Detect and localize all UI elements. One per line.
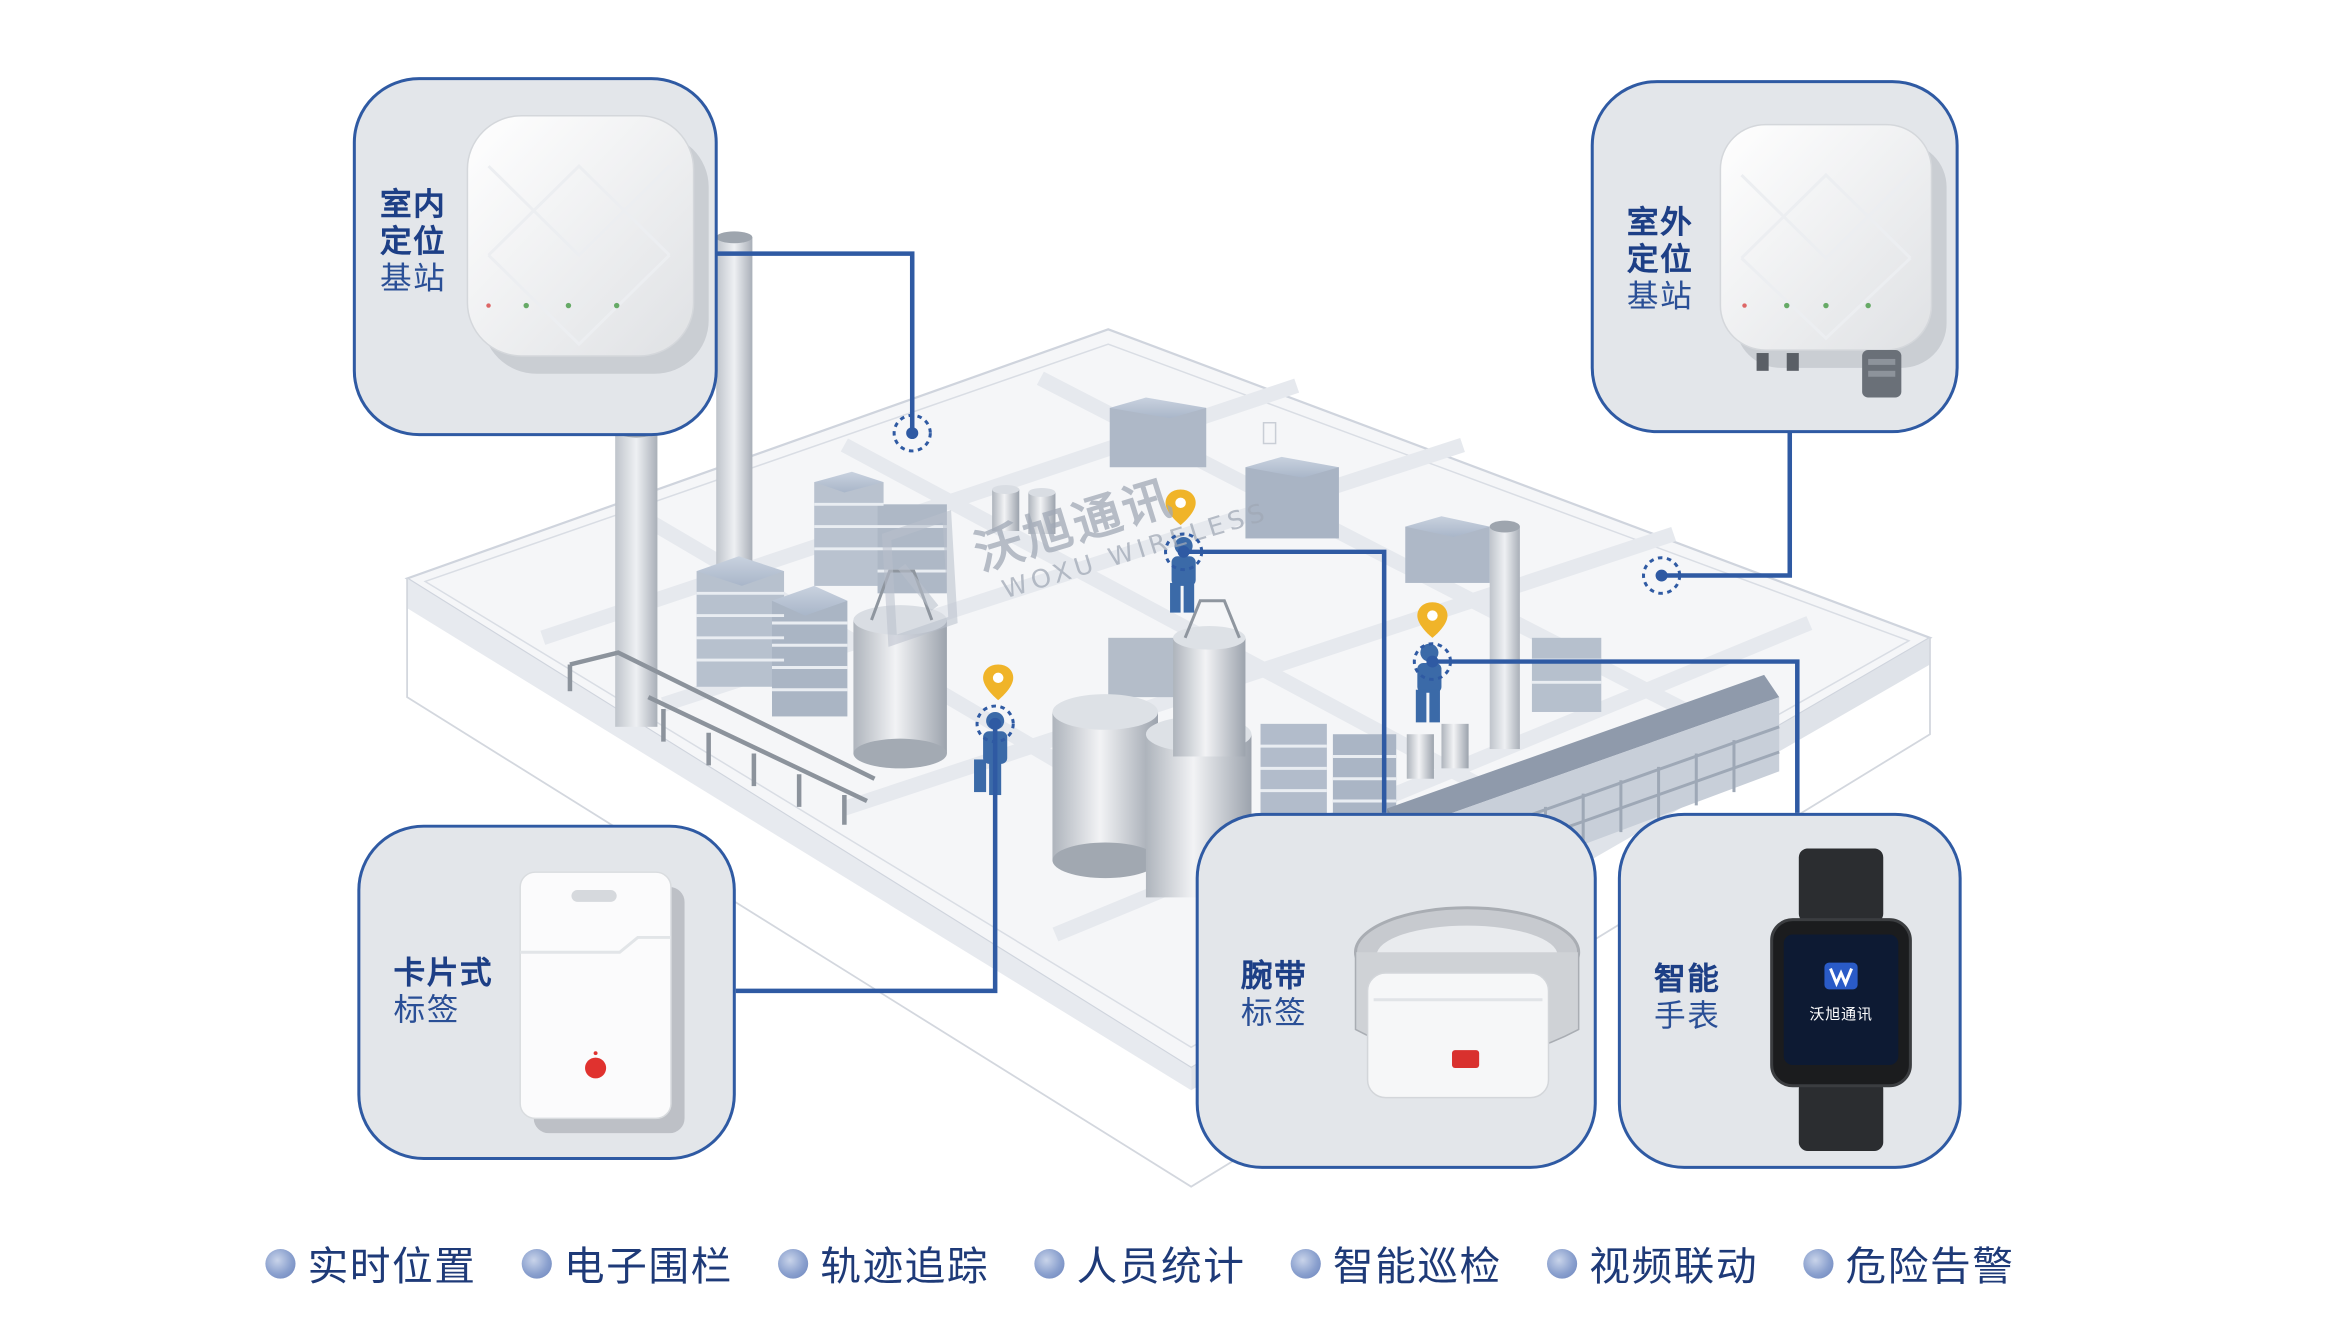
indoor-label: 室内 定位 基站: [379, 186, 447, 297]
smart-watch-device: [1770, 848, 1912, 1152]
location-pin-3: [1417, 602, 1448, 638]
feature-label: 电子围栏: [563, 1244, 733, 1291]
watch-screen-text: 沃旭通讯: [1809, 1007, 1873, 1024]
outdoor-label: 室外 定位 基站: [1626, 204, 1694, 315]
anchor-worker-2: [1164, 532, 1204, 572]
feature-list: 实时位置 电子围栏 轨迹追踪 人员统计 智能巡检 视频联动 危险告警: [265, 1234, 2059, 1292]
feature-label: 智能巡检: [1332, 1244, 1502, 1291]
bullet-dot-icon: [1290, 1248, 1321, 1278]
anchor-outdoor: [1641, 556, 1682, 595]
feature-item: 危险告警: [1803, 1234, 2014, 1292]
bullet-dot-icon: [778, 1248, 809, 1278]
connector-outdoor: [1661, 430, 1793, 578]
bullet-dot-icon: [265, 1248, 296, 1278]
feature-item: 人员统计: [1034, 1234, 1245, 1292]
containers-back: [1109, 397, 1490, 583]
card-wristband-tag: 腕带 标签: [1195, 812, 1597, 1169]
bullet-dot-icon: [521, 1248, 552, 1278]
wristband-device: [1354, 906, 1581, 1099]
feature-item: 电子围栏: [521, 1234, 733, 1292]
card-indoor-base-station: 室内 定位 基站: [352, 77, 718, 437]
feature-item: 智能巡检: [1290, 1234, 1502, 1292]
card-smart-watch: 智能 手表 沃旭通讯: [1617, 812, 1962, 1169]
anchor-worker-3: [1412, 642, 1453, 681]
connector-wrist-tag: [1183, 549, 1387, 813]
watermark-logo: [881, 510, 958, 647]
chimney-right: [1489, 520, 1520, 750]
connector-card-tag: [735, 723, 998, 994]
connector-indoor: [716, 251, 915, 434]
feature-item: 实时位置: [265, 1234, 476, 1292]
feature-item: 视频联动: [1547, 1234, 1758, 1292]
tank-cluster-center: [1052, 599, 1252, 898]
pipe-rack: [567, 650, 876, 825]
outdoor-base-station-device: [1719, 123, 1947, 398]
feature-label: 轨迹追踪: [820, 1244, 990, 1291]
location-pin-1: [983, 664, 1014, 701]
bullet-dot-icon: [1034, 1248, 1065, 1278]
anchor-worker-1: [975, 704, 1015, 744]
feature-label: 人员统计: [1076, 1244, 1246, 1291]
connector-smart-watch: [1432, 659, 1800, 813]
card-card-type-tag: 卡片式 标签: [357, 824, 736, 1160]
storage-blocks-left: [696, 471, 947, 717]
wrist-tag-label: 腕带 标签: [1240, 958, 1308, 1031]
location-pin-2: [1165, 489, 1196, 526]
smart-watch-label: 智能 手表: [1654, 961, 1721, 1034]
card-outdoor-base-station: 室外 定位 基站: [1590, 80, 1959, 434]
storage-blocks-right: [1260, 637, 1602, 821]
watch-logo-icon: [1824, 962, 1858, 990]
card-tag-device: [519, 871, 685, 1134]
bullet-dot-icon: [1547, 1248, 1578, 1278]
feature-label: 实时位置: [307, 1244, 477, 1291]
feature-label: 危险告警: [1845, 1244, 2015, 1291]
bullet-dot-icon: [1803, 1248, 1834, 1278]
feature-item: 轨迹追踪: [778, 1234, 989, 1292]
indoor-base-station-device: [466, 114, 709, 374]
feature-label: 视频联动: [1589, 1244, 1759, 1291]
small-drums-center: [992, 485, 1056, 534]
card-tag-label: 卡片式 标签: [393, 955, 494, 1028]
watch-screen: 沃旭通讯: [1787, 960, 1896, 1024]
anchor-indoor: [892, 413, 932, 453]
